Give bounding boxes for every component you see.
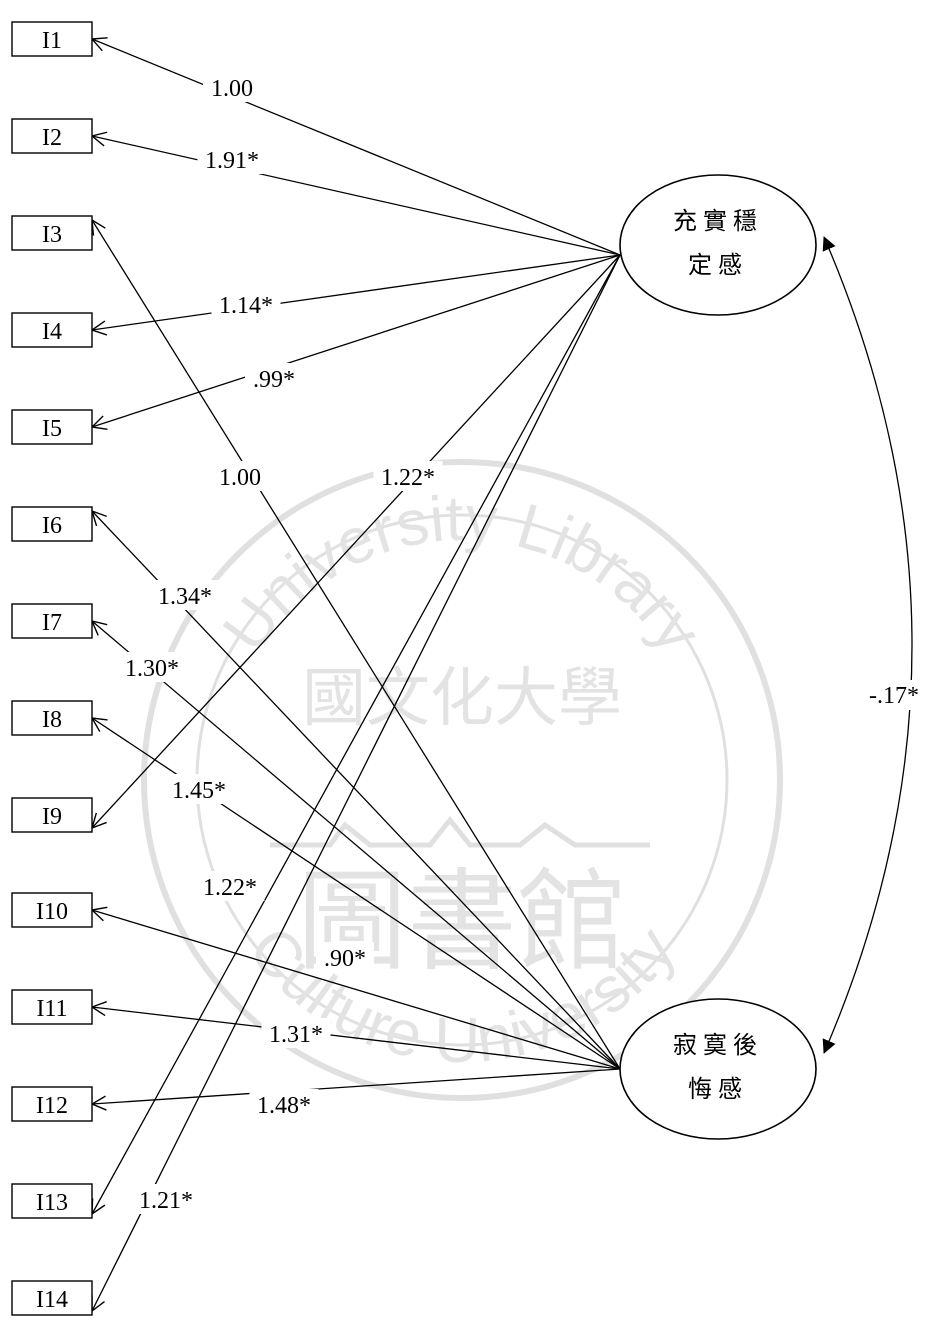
path-f1-i14 bbox=[92, 254, 621, 1311]
observed-box-i3: I3 bbox=[11, 215, 93, 251]
observed-box-i12: I12 bbox=[11, 1086, 93, 1122]
loading-label-bg bbox=[131, 1184, 201, 1214]
loading-label-i8: 1.45* bbox=[172, 778, 226, 804]
loading-label-i13: 1.22* bbox=[203, 875, 257, 901]
observed-label: I4 bbox=[42, 319, 62, 345]
loading-label-i1: 1.00 bbox=[211, 76, 253, 102]
latent-factor-label-line: 悔感 bbox=[688, 1076, 748, 1103]
observed-label: I5 bbox=[42, 416, 62, 442]
loading-label-i7: 1.30* bbox=[125, 656, 179, 682]
path-f1-i13 bbox=[92, 254, 621, 1214]
loading-label-bg bbox=[373, 461, 443, 491]
loading-label-bg bbox=[245, 363, 303, 393]
observed-box-i4: I4 bbox=[11, 312, 93, 348]
path-f1-i5 bbox=[92, 254, 621, 427]
loading-label-i5: .99* bbox=[253, 367, 295, 393]
loading-label-i2: 1.91* bbox=[205, 148, 259, 174]
observed-label: I8 bbox=[42, 707, 62, 733]
loading-label-bg bbox=[211, 461, 269, 491]
loading-label-bg bbox=[195, 871, 265, 901]
covariance-curve bbox=[822, 236, 913, 1054]
latent-factor-label-line: 寂寞後 bbox=[673, 1032, 763, 1059]
observed-box-i6: I6 bbox=[11, 506, 93, 542]
loading-label-i12: 1.48* bbox=[257, 1093, 311, 1119]
observed-box-i1: I1 bbox=[11, 21, 93, 57]
observed-label: I14 bbox=[36, 1287, 68, 1313]
observed-label: I11 bbox=[36, 996, 67, 1022]
path-f2-i10 bbox=[92, 910, 621, 1070]
loading-label-bg bbox=[197, 144, 267, 174]
watermark-top-text: University Library bbox=[209, 482, 716, 665]
loading-label-i14: 1.21* bbox=[139, 1188, 193, 1214]
observed-label: I6 bbox=[42, 513, 62, 539]
loading-label-i9: 1.22* bbox=[381, 465, 435, 491]
loading-label-i4: 1.14* bbox=[219, 293, 273, 319]
observed-label: I9 bbox=[42, 804, 62, 830]
loading-label-i6: 1.34* bbox=[158, 584, 212, 610]
labels-layer: 1.00 1.91* 1.14* .99* 1.22* 1.22* 1.21* 1.00 1.3… bbox=[117, 72, 926, 1214]
path-f1-i2 bbox=[92, 136, 621, 256]
path-f1-i1 bbox=[92, 39, 621, 256]
observed-box-i13: I13 bbox=[11, 1183, 93, 1219]
latent-factor-label-line: 充實穩 bbox=[673, 208, 763, 235]
loading-label-bg bbox=[316, 942, 374, 972]
path-f2-i3 bbox=[92, 220, 621, 1070]
observed-label: I2 bbox=[42, 125, 62, 151]
path-f2-i7 bbox=[92, 621, 621, 1070]
observed-label: I10 bbox=[36, 899, 68, 925]
observed-label: I12 bbox=[36, 1093, 68, 1119]
loading-label-bg bbox=[261, 1018, 331, 1048]
loading-label-bg bbox=[211, 289, 281, 319]
observed-label: I1 bbox=[42, 28, 62, 54]
loading-label-bg bbox=[117, 652, 187, 682]
loading-label-i3: 1.00 bbox=[219, 465, 261, 491]
observed-box-i11: I11 bbox=[11, 989, 93, 1025]
observed-box-i5: I5 bbox=[11, 409, 93, 445]
path-f1-i9 bbox=[92, 254, 621, 828]
loading-label-bg bbox=[164, 774, 234, 804]
loading-label-bg bbox=[249, 1089, 319, 1119]
observed-box-i10: I10 bbox=[11, 892, 93, 928]
loading-label-i10: .90* bbox=[324, 946, 366, 972]
watermark-seal-text: 國文化大學 bbox=[302, 662, 622, 734]
observed-box-i2: I2 bbox=[11, 118, 93, 154]
latent-factor-label-line: 定感 bbox=[688, 252, 748, 279]
observed-box-i14: I14 bbox=[11, 1280, 93, 1316]
observed-label: I7 bbox=[42, 610, 62, 636]
observed-box-i9: I9 bbox=[11, 797, 93, 833]
observed-label: I3 bbox=[42, 222, 62, 248]
loading-label-i11: 1.31* bbox=[269, 1022, 323, 1048]
covariance-label: -.17* bbox=[869, 683, 919, 709]
covariance-label-bg bbox=[862, 680, 926, 710]
loading-label-bg bbox=[203, 72, 261, 102]
path-f2-i12 bbox=[92, 1068, 621, 1104]
path-f1-i4 bbox=[92, 254, 621, 330]
path-f2-i11 bbox=[92, 1007, 621, 1070]
observed-label: I13 bbox=[36, 1190, 68, 1216]
loading-label-bg bbox=[150, 580, 220, 610]
observed-box-i8: I8 bbox=[11, 700, 93, 736]
observed-box-i7: I7 bbox=[11, 603, 93, 639]
